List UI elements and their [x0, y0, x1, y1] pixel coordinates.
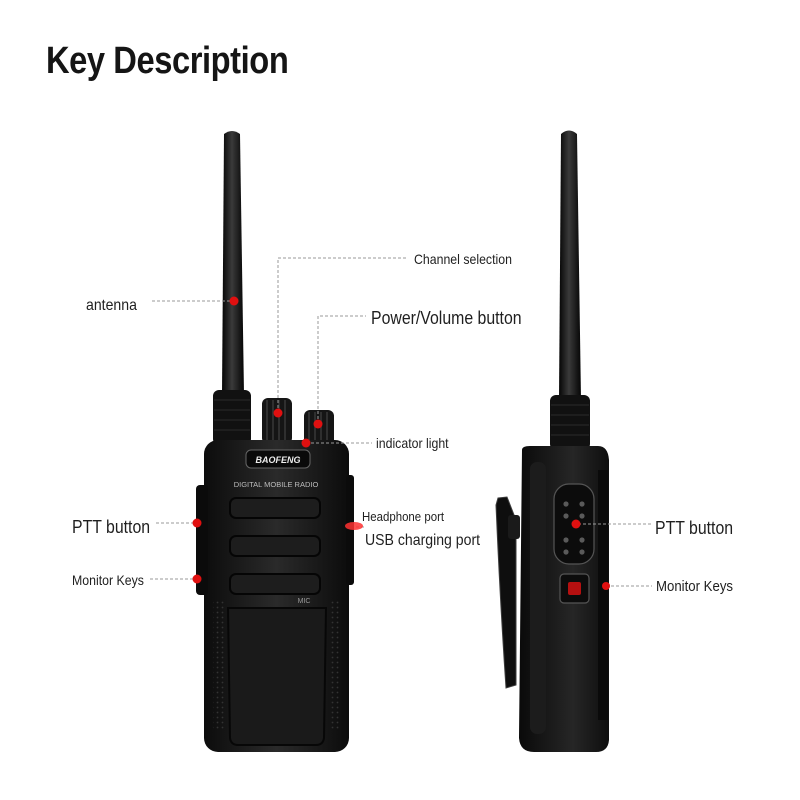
marker-antenna	[229, 296, 239, 306]
label-monitor-keys-right: Monitor Keys	[656, 578, 734, 595]
belt-clip	[495, 496, 517, 689]
label-ptt-button-left: PTT button	[72, 517, 151, 537]
label-channel-selection: Channel selection	[414, 251, 512, 267]
front-radio: BAOFENG DIGITAL MOBILE RADIO MIC	[196, 131, 354, 752]
brand-badge	[245, 449, 311, 469]
page-title: Key Description	[46, 40, 289, 82]
speaker-grill	[229, 497, 321, 595]
label-ptt-button-right: PTT button	[655, 518, 734, 538]
model-text: DIGITAL MOBILE RADIO	[234, 480, 319, 489]
mic-text: MIC	[298, 598, 311, 605]
red-markers	[192, 296, 610, 590]
marker-monitor-right	[602, 582, 610, 590]
channel-knob	[262, 398, 292, 444]
label-indicator-light: indicator light	[376, 435, 449, 451]
marker-ptt-left	[192, 518, 202, 528]
label-monitor-keys-left: Monitor Keys	[72, 572, 144, 588]
side-antenna	[550, 130, 590, 450]
marker-ptt-right	[571, 519, 581, 529]
front-side-keys	[196, 485, 208, 595]
side-radio	[495, 130, 609, 752]
label-power-volume: Power/Volume button	[371, 308, 522, 328]
label-headphone-port: Headphone port	[362, 509, 445, 524]
marker-channel-knob	[273, 408, 283, 418]
brand-logo-text: BAOFENG	[256, 455, 301, 465]
label-antenna: antenna	[86, 297, 137, 314]
marker-monitor-left	[192, 574, 202, 584]
marker-indicator	[301, 438, 311, 448]
front-antenna	[213, 131, 251, 445]
leader-lines	[150, 257, 652, 587]
label-usb-charging-port: USB charging port	[365, 532, 481, 549]
marker-power-knob	[313, 419, 323, 429]
marker-headphone-port	[345, 522, 363, 530]
